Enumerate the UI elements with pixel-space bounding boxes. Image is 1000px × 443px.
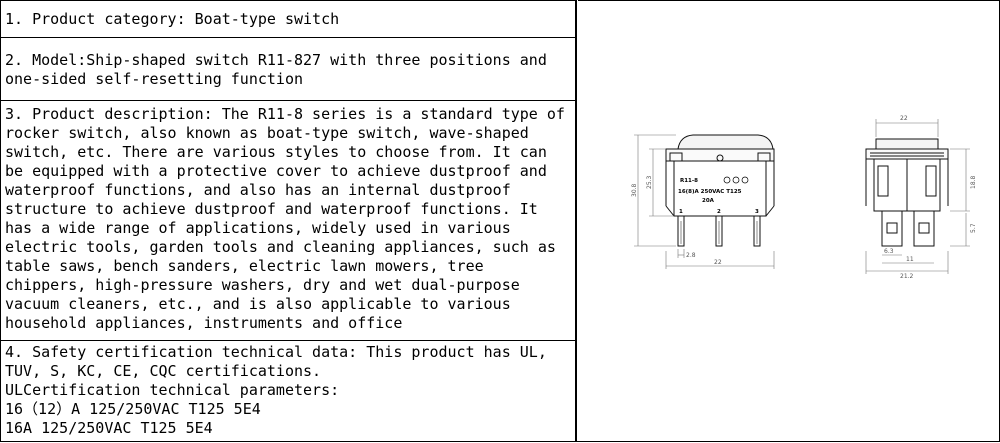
cert-marks-icon <box>723 176 749 184</box>
cert-line-1: 4. Safety certification technical data: … <box>5 343 547 361</box>
front-dim-total-height: 30.8 <box>631 183 638 197</box>
cert-line-2: TUV, S, KC, CE, CQC certifications. <box>5 362 322 380</box>
technical-drawing-panel: R11-8 16(8)A 250VAC T125 20A 1 2 3 30.8 … <box>578 0 1000 442</box>
front-model-label: R11-8 <box>680 178 698 184</box>
front-dim-body-height: 25.3 <box>646 175 653 189</box>
front-dim-width: 22 <box>714 259 722 266</box>
section-product-description: 3. Product description: The R11-8 series… <box>1 100 577 341</box>
side-dim-base-width: 21.2 <box>900 273 914 280</box>
front-current-label: 20A <box>702 198 715 204</box>
side-dim-height: 18.8 <box>970 175 977 189</box>
section-safety-certification: 4. Safety certification technical data: … <box>1 340 577 442</box>
section-product-category: 1. Product category: Boat-type switch <box>1 0 577 38</box>
switch-dimension-drawing: R11-8 16(8)A 250VAC T125 20A 1 2 3 30.8 … <box>631 115 977 280</box>
side-dim-pin-length: 5.7 <box>970 223 977 233</box>
terminal-1-label: 1 <box>679 209 683 215</box>
front-dim-pin-spacing: 2.8 <box>686 252 696 259</box>
cert-line-3: ULCertification technical parameters: <box>5 381 340 399</box>
side-dim-pin-gap: 11 <box>906 256 914 263</box>
section-model: 2. Model:Ship-shaped switch R11-827 with… <box>1 37 577 101</box>
side-dim-pin-width: 6.3 <box>884 248 894 255</box>
front-view <box>634 134 775 269</box>
terminal-3-label: 3 <box>755 209 759 215</box>
spec-table: 1. Product category: Boat-type switch 2.… <box>0 0 578 442</box>
front-rating-label: 16(8)A 250VAC T125 <box>678 189 742 195</box>
side-dim-top-width: 22 <box>900 115 908 122</box>
terminal-2-label: 2 <box>717 209 721 215</box>
cert-line-5: 16A 125/250VAC T125 5E4 <box>5 419 213 437</box>
cert-line-4: 16（12）A 125/250VAC T125 5E4 <box>5 400 261 418</box>
side-view <box>865 119 970 274</box>
